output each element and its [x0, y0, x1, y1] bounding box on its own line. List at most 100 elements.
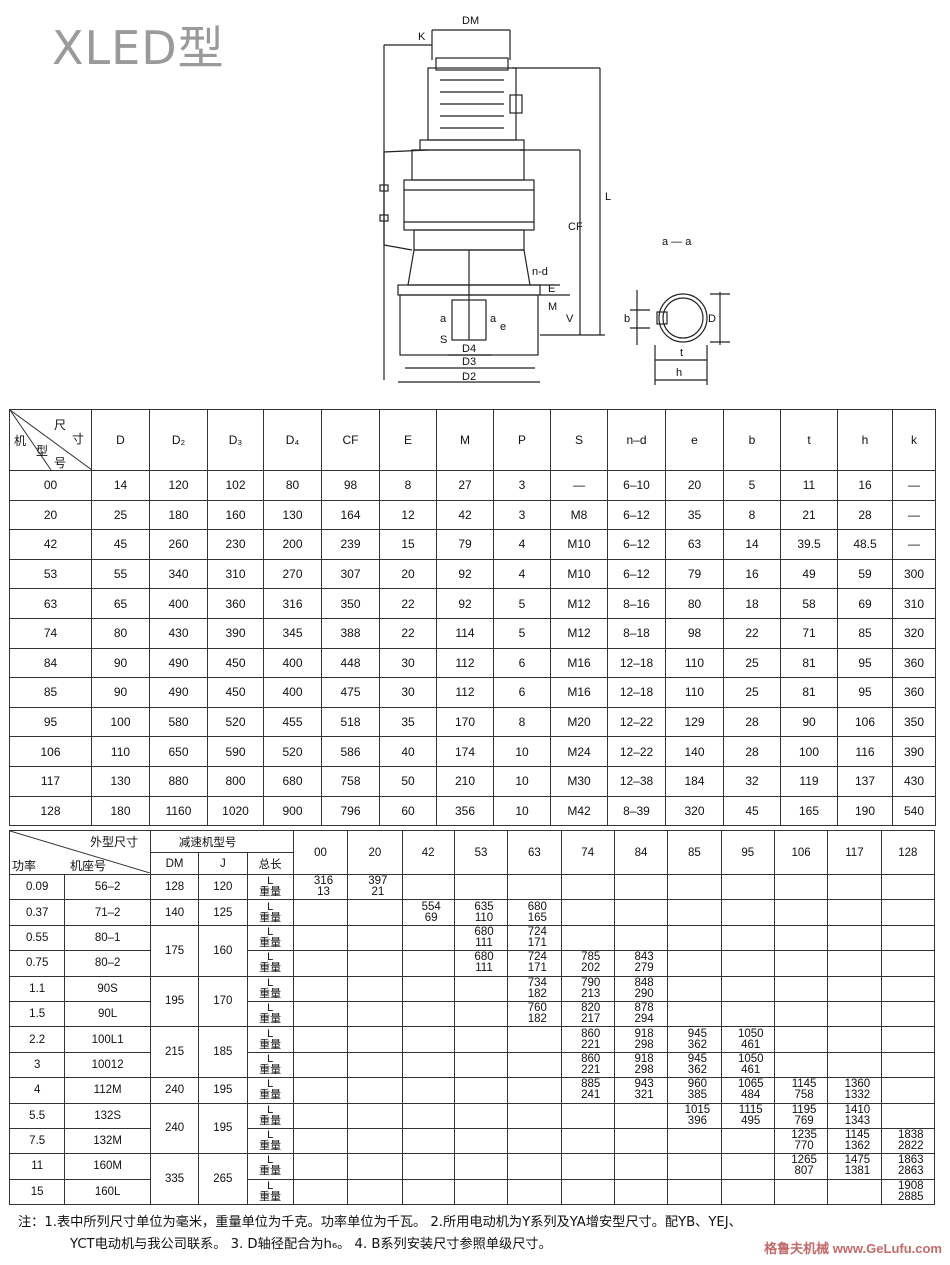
label-m: M — [548, 301, 557, 313]
model-value-cell — [292, 1153, 349, 1180]
model-value-cell — [720, 873, 775, 901]
table-cell: 40 — [379, 736, 437, 767]
label-s: S — [440, 334, 447, 346]
j-cell: 125 — [198, 899, 248, 926]
model-value-cell — [560, 899, 615, 926]
table-cell: 320 — [665, 795, 724, 827]
length-value: 635 — [474, 900, 494, 913]
model-value-cell — [720, 975, 775, 1002]
table-cell: 28 — [723, 736, 781, 767]
table-cell: 5 — [723, 470, 781, 501]
table-cell: 6–12 — [607, 558, 666, 590]
length-label: L — [267, 925, 274, 938]
table-cell: 8–39 — [607, 795, 666, 827]
frame-cell: 80–2 — [64, 950, 151, 977]
power-cell: 15 — [8, 1178, 66, 1206]
model-value-cell — [880, 975, 936, 1002]
table-cell: — — [550, 470, 608, 501]
power-cell: 5.5 — [8, 1102, 66, 1129]
table-cell: 455 — [263, 706, 322, 738]
model-value-cell — [507, 1127, 562, 1155]
weight-label: 重量 — [259, 1013, 282, 1026]
j-cell: 160 — [198, 924, 248, 977]
model-value-cell — [827, 1000, 882, 1028]
model-value-cell — [292, 924, 349, 952]
weight-label: 重量 — [259, 911, 282, 924]
table-cell: 3 — [493, 470, 551, 501]
model-cell: 95 — [9, 706, 92, 738]
table-cell: 320 — [892, 617, 936, 649]
model-value-cell — [720, 1127, 775, 1155]
table-cell: 22 — [379, 617, 437, 649]
frame-cell: 132S — [64, 1102, 151, 1129]
table-cell: 390 — [207, 617, 264, 649]
table-cell: 100 — [91, 706, 150, 738]
length-value: 878 — [634, 1002, 654, 1015]
table-cell: 360 — [892, 647, 936, 679]
table-cell: 102 — [207, 470, 264, 501]
weight-label: 重量 — [259, 1140, 282, 1153]
table-cell: 58 — [780, 588, 838, 619]
length-value: 397 — [368, 875, 388, 888]
dm-cell: 128 — [149, 873, 200, 901]
corner-top: 尺 — [54, 418, 67, 432]
frame-cell: 132M — [64, 1127, 151, 1155]
length-value: 960 — [687, 1078, 707, 1091]
length-value: 1360 — [844, 1078, 871, 1091]
model-value-cell — [560, 1178, 615, 1206]
model-value-cell — [401, 1127, 455, 1155]
model-value-cell — [773, 950, 829, 977]
power-cell: 0.09 — [8, 873, 66, 901]
model-value-cell — [880, 873, 936, 901]
table-cell: — — [892, 470, 936, 501]
label-e: E — [548, 283, 555, 295]
weight-value: 1381 — [844, 1165, 871, 1178]
table-cell: 16 — [837, 470, 893, 501]
weight-value: 758 — [794, 1089, 814, 1102]
length-label: L — [267, 875, 274, 888]
weight-value: 1332 — [844, 1089, 871, 1102]
weight-value: 298 — [634, 1038, 654, 1051]
weight-value: 171 — [527, 936, 547, 949]
model-value-cell — [720, 924, 775, 952]
length-value: 734 — [527, 976, 547, 989]
table-cell: 22 — [379, 588, 437, 619]
frame-cell: 100L1 — [64, 1026, 151, 1053]
table-cell: 10 — [493, 736, 551, 767]
weight-value: 770 — [794, 1140, 814, 1153]
table-cell: 590 — [207, 736, 264, 767]
table-cell: 95 — [837, 677, 893, 708]
table-cell: 32 — [723, 765, 781, 797]
j-cell: 265 — [198, 1153, 248, 1206]
model-header: 128 — [880, 830, 936, 875]
table-cell: 800 — [207, 765, 264, 797]
model-value-cell — [401, 1000, 455, 1028]
weight-value: 2863 — [898, 1165, 924, 1178]
model-header: 85 — [667, 830, 722, 875]
model-value-cell — [453, 1026, 509, 1053]
power-cell: 7.5 — [8, 1127, 66, 1155]
table-cell: 45 — [723, 795, 781, 827]
label-l: L — [605, 191, 611, 203]
dm-cell: 140 — [149, 899, 200, 926]
col-header: S — [550, 409, 608, 471]
label-e2: e — [500, 321, 506, 333]
weight-value: 362 — [687, 1063, 707, 1076]
length-value: 885 — [581, 1078, 601, 1091]
table-cell: 180 — [149, 499, 208, 531]
model-value-cell — [773, 975, 829, 1002]
length-value: 724 — [527, 925, 547, 938]
table-cell: 106 — [837, 706, 893, 738]
table-cell: 1020 — [207, 795, 264, 827]
